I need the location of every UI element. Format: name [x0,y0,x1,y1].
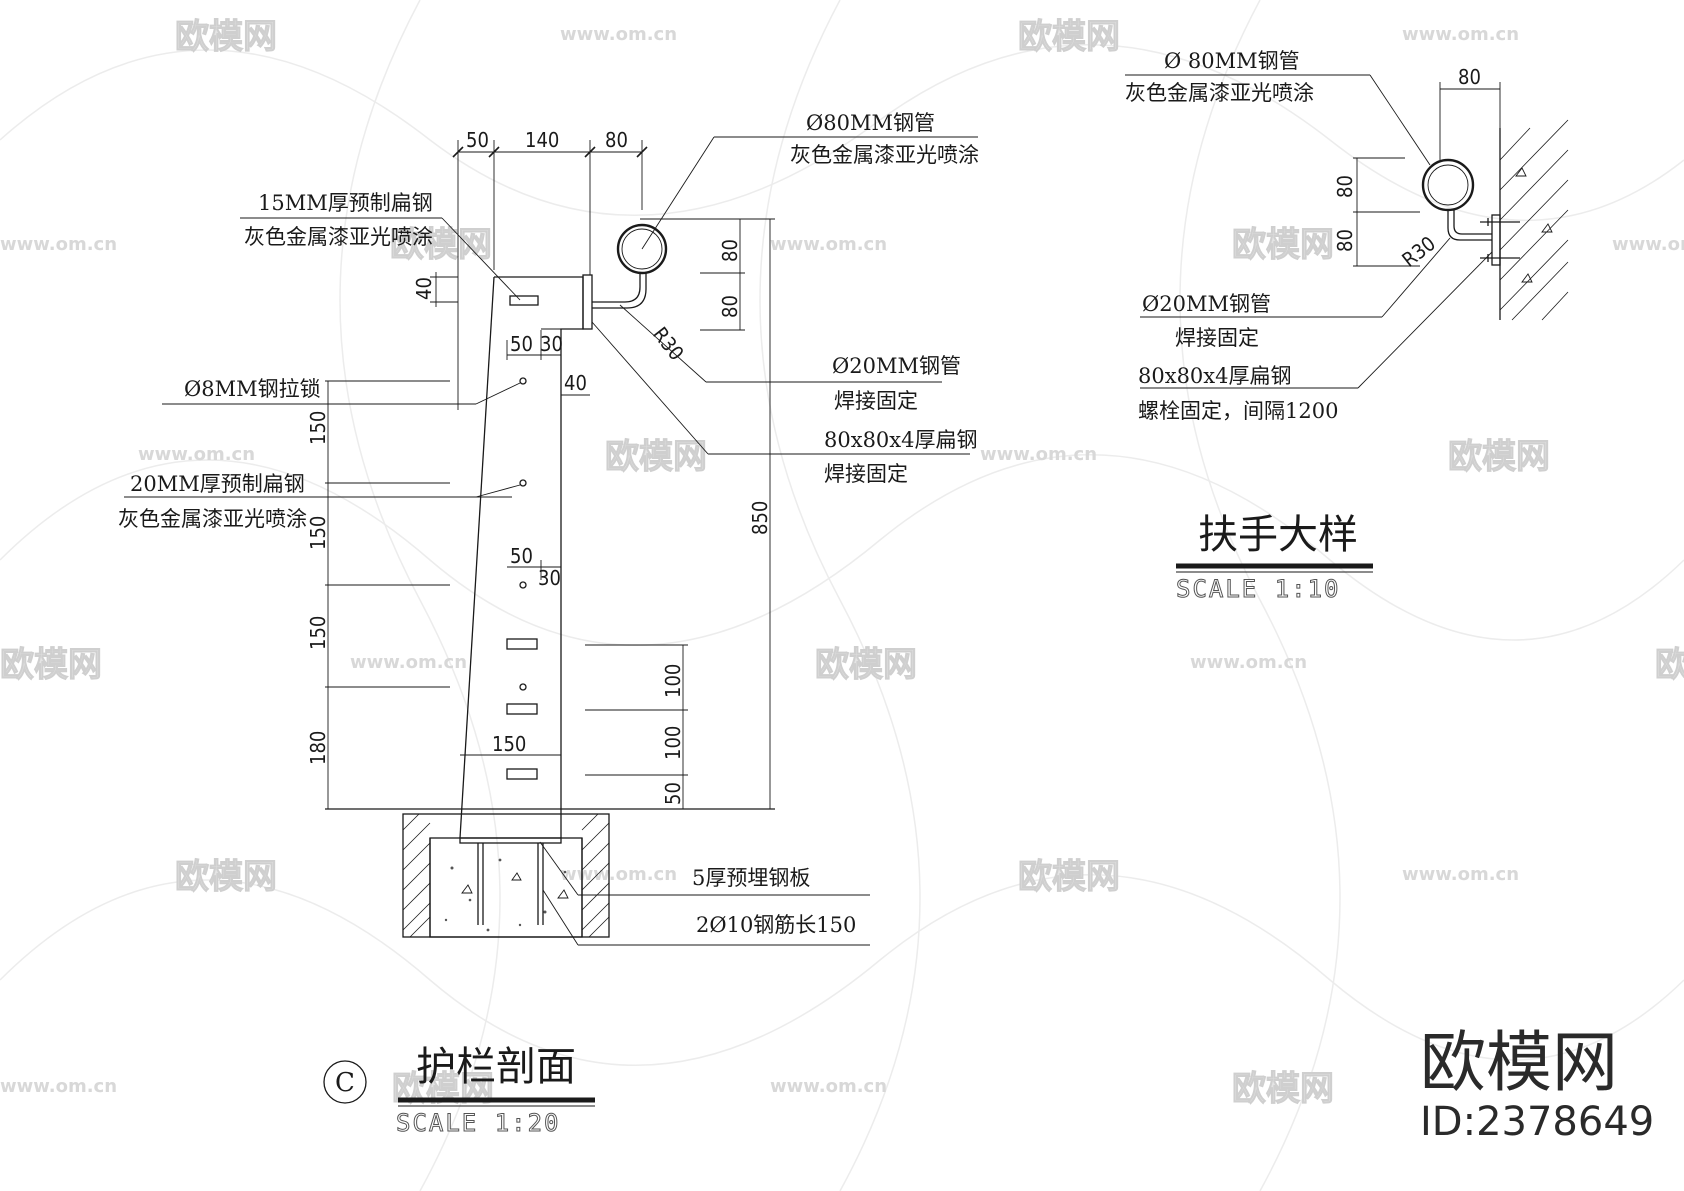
watermark-brand: 欧模网 [1018,17,1120,57]
watermark-url: www.om.cn [0,234,117,255]
dim-40-right: 40 [564,371,587,395]
slot [506,638,538,650]
dim-right-100-a: 100 [661,664,685,698]
handrail-detail-drawing: R30 80 80 80 Ø 80MM钢管 灰色金属漆亚光喷涂 Ø20MM钢管 … [1125,49,1569,604]
label-flat15-finish: 灰色金属漆亚光喷涂 [244,225,433,249]
slot [506,768,538,780]
label-flat20: 20MM厚预制扁钢 [130,472,305,496]
radius-label: R30 [648,322,689,365]
watermark-brand: 欧模网 [1448,437,1550,477]
label-flat15: 15MM厚预制扁钢 [258,191,433,215]
lock-hole [519,377,527,385]
dim-right-50: 50 [661,782,685,805]
detail-label-pipe80-finish: 灰色金属漆亚光喷涂 [1125,81,1314,105]
left-dimension-chain: 150 150 150 180 [306,380,450,809]
watermark-brand: 欧模网 [0,645,102,685]
label-flat20-finish: 灰色金属漆亚光喷涂 [118,507,307,531]
top-dimension-chain: 50 140 80 [452,128,648,410]
section-title: 护栏剖面 [416,1044,576,1090]
watermark-brand: 欧模网 [605,437,707,477]
watermark-url: www.om.cn [560,864,677,885]
dim-top-80: 80 [605,128,628,152]
section-marker: C [335,1068,355,1098]
detail-title: 扶手大样 [1198,512,1358,558]
watermark-brand: 欧模网 [1655,645,1684,685]
dim-40-left: 40 [412,277,436,300]
label-pipe80-finish: 灰色金属漆亚光喷涂 [790,143,979,167]
post-flat-steel [494,276,584,838]
watermark-brand: 欧模网 [815,645,917,685]
slot [509,295,539,306]
watermark-url: www.om.cn [560,24,677,45]
dim-50-upper: 50 [510,332,533,356]
detail-scale: SCALE 1:10 [1176,575,1341,603]
watermark-brand: 欧模网 [175,17,277,57]
detail-pipe-80 [1421,158,1475,212]
watermark-url: www.om.cn [1612,234,1684,255]
railing-section-drawing: 50 140 80 R30 40 5 [118,111,979,1138]
brand-name: 欧模网 [1420,1024,1618,1101]
watermark-url: www.om.cn [770,234,887,255]
dim-left-150-c: 150 [306,616,330,650]
label-pipe20-weld: 焊接固定 [834,389,918,413]
watermark-brand: 欧模网 [1018,857,1120,897]
right-dimension-chain: 80 80 850 100 100 50 [585,218,775,809]
watermark-brand: 欧模网 [390,225,492,265]
dim-right-80-b: 80 [718,295,742,318]
footing [402,813,610,938]
dim-150-bottom: 150 [492,732,526,756]
detail-label-plate: 80x80x4厚扁钢 [1138,364,1292,388]
dim-right-80-a: 80 [718,239,742,262]
watermark-url: www.om.cn [1190,652,1307,673]
watermark-url: www.om.cn [1402,864,1519,885]
dim-right-100-b: 100 [661,726,685,760]
watermark-url: www.om.cn [350,652,467,673]
dim-top-140: 140 [525,128,559,152]
label-plate-weld: 焊接固定 [824,462,908,486]
watermark-brand: 欧模网 [1232,225,1334,265]
dim-30-upper: 30 [540,332,563,356]
detail-label-pipe20-weld: 焊接固定 [1175,326,1259,350]
label-embed-plate: 5厚预埋钢板 [692,866,810,890]
dim-30-mid: 30 [538,566,561,590]
connector-pipe-20 [592,273,641,303]
dim-right-850: 850 [748,501,772,535]
detail-label-plate-bolt: 螺栓固定，间隔1200 [1138,399,1338,423]
brand-mark: 欧模网 ID:2378649 [1420,1024,1654,1145]
lock-hole [519,683,527,691]
detail-label-pipe20: Ø20MM钢管 [1142,292,1271,316]
label-rebar: 2Ø10钢筋长150 [696,913,856,937]
label-plate: 80x80x4厚扁钢 [824,428,978,452]
dim-left-150-a: 150 [306,411,330,445]
detail-dim-80-a: 80 [1333,175,1357,198]
dim-top-50: 50 [466,128,489,152]
brand-id: ID:2378649 [1420,1099,1654,1145]
dim-50-mid: 50 [510,544,533,568]
watermark-url: www.om.cn [0,1076,117,1097]
watermark-url: www.om.cn [138,444,255,465]
section-marker-circle [323,1060,367,1104]
base-plate-80x80 [582,274,593,330]
lock-hole [519,479,527,487]
watermark-brand: 欧模网 [175,857,277,897]
watermark-url: www.om.cn [980,444,1097,465]
watermark-url: www.om.cn [1402,24,1519,45]
dim-left-180: 180 [306,731,330,765]
detail-dim-80-b: 80 [1333,229,1357,252]
watermark-url: www.om.cn [770,1076,887,1097]
handrail-pipe-80 [616,223,668,275]
label-lock8: Ø8MM钢拉锁 [184,377,321,401]
detail-dim-80-top: 80 [1458,65,1481,89]
detail-label-pipe80: Ø 80MM钢管 [1164,49,1300,73]
label-pipe20: Ø20MM钢管 [832,354,961,378]
lock-hole [519,581,527,589]
section-scale: SCALE 1:20 [396,1109,561,1137]
dim-left-150-b: 150 [306,516,330,550]
slot [506,703,538,715]
label-pipe80: Ø80MM钢管 [806,111,935,135]
watermark-brand: 欧模网 [1232,1069,1334,1109]
